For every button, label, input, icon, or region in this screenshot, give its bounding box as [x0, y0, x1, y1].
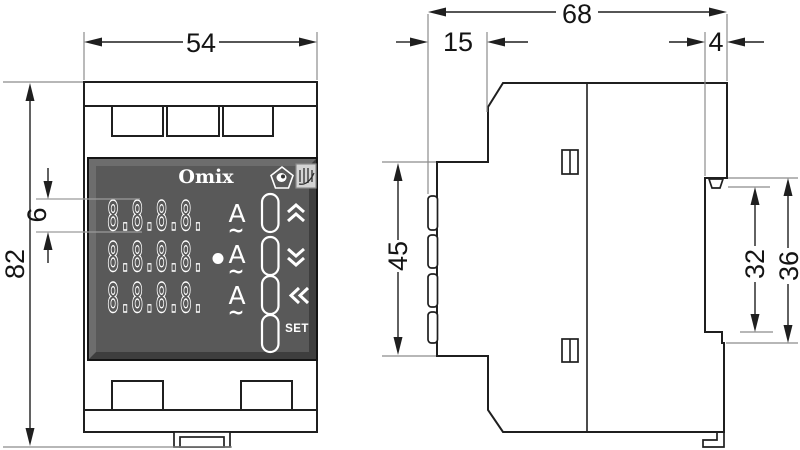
dim-body-height-45: 45: [382, 161, 436, 357]
up-chevrons-icon: [287, 203, 305, 223]
mark-swirl: [298, 172, 315, 185]
mark-glyph: [299, 168, 313, 183]
dim-label-4: 4: [708, 27, 723, 57]
phase-indicator-dot: [212, 253, 224, 264]
din-clip-hook: [702, 432, 725, 448]
side-button-bump-2: [427, 234, 439, 269]
set-button-label: SET: [285, 323, 309, 335]
arrowhead: [750, 187, 760, 205]
dim-label-15: 15: [443, 27, 473, 57]
arrowhead: [299, 37, 317, 47]
dim-label-68: 68: [562, 0, 592, 29]
pentagon-outline: [270, 165, 294, 189]
up-button: [260, 192, 280, 234]
rail-upper-hook: [707, 178, 725, 189]
bottom-terminal-1: [111, 380, 164, 411]
arrowhead: [487, 37, 505, 47]
side-button-bump-4: [427, 311, 439, 344]
pentagon-eye-icon: [270, 165, 294, 189]
dim-label-36: 36: [774, 251, 800, 281]
digit-row-2: 8.8.8.8.: [107, 235, 204, 281]
arrowhead: [43, 232, 53, 250]
din-slider-tab-inner: [179, 436, 225, 448]
back-chevrons-icon: [288, 286, 310, 305]
certification-mark-icon: [295, 163, 317, 189]
dim-front-depth-15: 15: [396, 27, 528, 112]
arrowhead: [428, 7, 446, 17]
arrowhead: [393, 163, 403, 181]
display-face: [96, 166, 309, 352]
ac-tilde-row-3: ~: [228, 300, 245, 324]
arrowhead: [25, 428, 35, 446]
ac-tilde-row-2: ~: [228, 259, 245, 283]
arrowhead: [727, 37, 745, 47]
dim-rail-inner-32: 32: [728, 186, 773, 333]
terminal-screw-upper: [561, 149, 579, 175]
dim-front-height-82: 82: [0, 81, 232, 448]
top-terminal-1: [111, 105, 164, 137]
dim-label-54: 54: [186, 28, 216, 58]
display-content: Omix 8.8.8.8. 8.8.8.8. 8.8.8.8. A ~ A ~ …: [106, 163, 317, 354]
side-body-outline: [436, 82, 728, 433]
arrowhead: [410, 37, 428, 47]
arrowhead: [783, 178, 793, 196]
arrowhead: [43, 181, 53, 199]
digit-row-1: 8.8.8.8.: [107, 194, 204, 240]
display-bezel: [87, 157, 318, 361]
arrowhead: [25, 83, 35, 101]
arrowhead: [687, 37, 705, 47]
arrowhead: [393, 337, 403, 355]
down-chevrons-icon: [287, 247, 305, 267]
top-terminal-3: [222, 105, 274, 137]
set-button: [260, 313, 280, 354]
dim-rail-lip-4: 4: [669, 27, 764, 176]
arrowhead: [84, 37, 102, 47]
digit-row-3: 8.8.8.8.: [107, 276, 204, 322]
terminal-screw-lower: [561, 338, 579, 363]
bottom-terminal-2: [240, 380, 293, 411]
ac-tilde-row-1: ~: [228, 218, 245, 242]
side-button-bump-3: [427, 273, 439, 308]
dim-label-45: 45: [383, 241, 413, 271]
dim-label-82: 82: [0, 249, 30, 279]
dim-rail-outer-36: 36: [726, 177, 800, 344]
dim-total-depth-68: 68: [427, 0, 728, 194]
dim-front-width-54: 54: [83, 28, 318, 80]
eye-pupil: [281, 174, 285, 179]
side-view: [427, 82, 728, 448]
top-terminal-2: [166, 105, 220, 137]
arrowhead: [709, 7, 727, 17]
unit-row-1: A: [228, 199, 245, 228]
arrowhead: [750, 314, 760, 332]
arrowhead: [783, 325, 793, 343]
mark-frame: [295, 163, 317, 189]
dim-label-32: 32: [740, 249, 770, 279]
unit-row-2: A: [228, 240, 245, 269]
brand-logo: Omix: [178, 166, 234, 188]
dim-label-6: 6: [22, 207, 52, 222]
front-view: Omix 8.8.8.8. 8.8.8.8. 8.8.8.8. A ~ A ~ …: [83, 81, 318, 448]
side-button-bump-1: [427, 195, 439, 231]
dim-digit-height-6: 6: [22, 168, 142, 263]
unit-row-3: A: [228, 281, 245, 310]
